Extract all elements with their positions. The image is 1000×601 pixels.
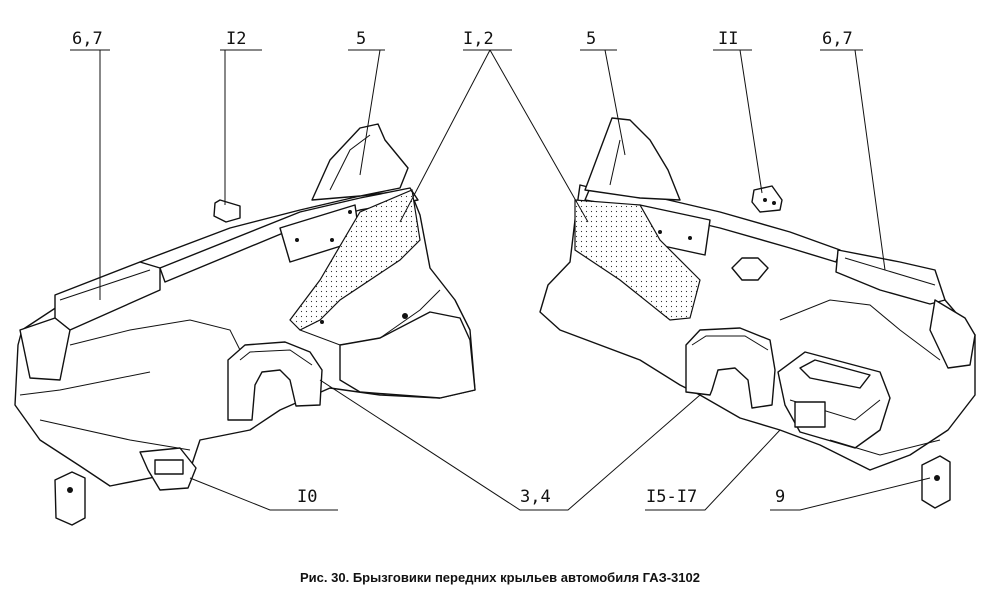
callout-6-7-left: 6,7 bbox=[72, 29, 103, 49]
callout-9: 9 bbox=[775, 487, 785, 507]
callout-5-right: 5 bbox=[586, 29, 596, 49]
callout-15-17: I5-I7 bbox=[646, 487, 697, 507]
callout-12: I2 bbox=[226, 29, 246, 49]
figure-caption: Рис. 30. Брызговики передних крыльев авт… bbox=[300, 570, 700, 585]
callout-1-2: I,2 bbox=[463, 29, 494, 49]
right-mudguard-assembly bbox=[539, 117, 976, 509]
callout-10: I0 bbox=[297, 487, 317, 507]
callout-5-left: 5 bbox=[356, 29, 366, 49]
callout-labels: 6,7 I2 5 I,2 5 II 6,7 I0 3,4 I5-I7 9 bbox=[72, 29, 853, 507]
callout-6-7-right: 6,7 bbox=[822, 29, 853, 49]
leader-lines bbox=[70, 49, 931, 511]
callout-3-4: 3,4 bbox=[520, 487, 551, 507]
left-mudguard-assembly bbox=[14, 123, 476, 526]
callout-11: II bbox=[718, 29, 738, 49]
